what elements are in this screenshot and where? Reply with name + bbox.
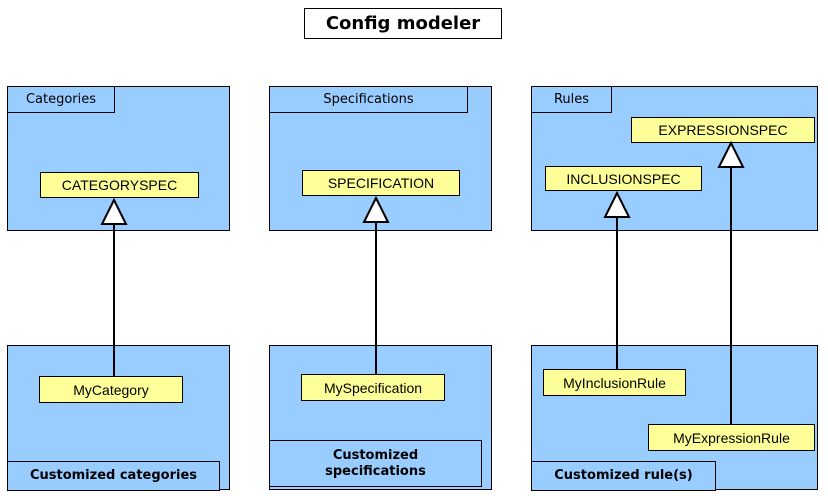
inheritance-arrowhead-icon <box>603 190 631 218</box>
package-rules-tab: Rules <box>531 86 612 113</box>
package-customized-specifications-label-line1: Customized <box>332 447 419 463</box>
package-rules: Rules <box>531 86 818 231</box>
package-customized-specifications-tab: Customized specifications <box>269 440 482 487</box>
diagram-title: Config modeler <box>304 8 502 39</box>
class-inclusionspec: INCLUSIONSPEC <box>545 166 702 191</box>
class-myspecification: MySpecification <box>301 374 445 401</box>
inheritance-arrowhead-icon <box>100 197 128 225</box>
package-customized-categories-tab: Customized categories <box>7 461 220 491</box>
package-customized-categories: Customized categories <box>7 345 230 491</box>
inheritance-arrowhead-icon <box>362 195 390 223</box>
package-customized-specifications-label-line2: specifications <box>325 463 426 479</box>
class-specification: SPECIFICATION <box>302 170 460 196</box>
class-categoryspec: CATEGORYSPEC <box>40 172 199 198</box>
package-specifications-tab: Specifications <box>269 86 468 113</box>
class-myinclusionrule: MyInclusionRule <box>543 369 686 396</box>
inheritance-arrowhead-icon <box>717 140 745 168</box>
class-myexpressionrule: MyExpressionRule <box>648 424 815 451</box>
package-categories-tab: Categories <box>7 86 115 113</box>
package-customized-specifications: Customized specifications <box>269 345 492 490</box>
class-expressionspec: EXPRESSIONSPEC <box>631 117 815 143</box>
package-customized-rules-tab: Customized rule(s) <box>531 461 716 491</box>
class-mycategory: MyCategory <box>39 376 183 403</box>
